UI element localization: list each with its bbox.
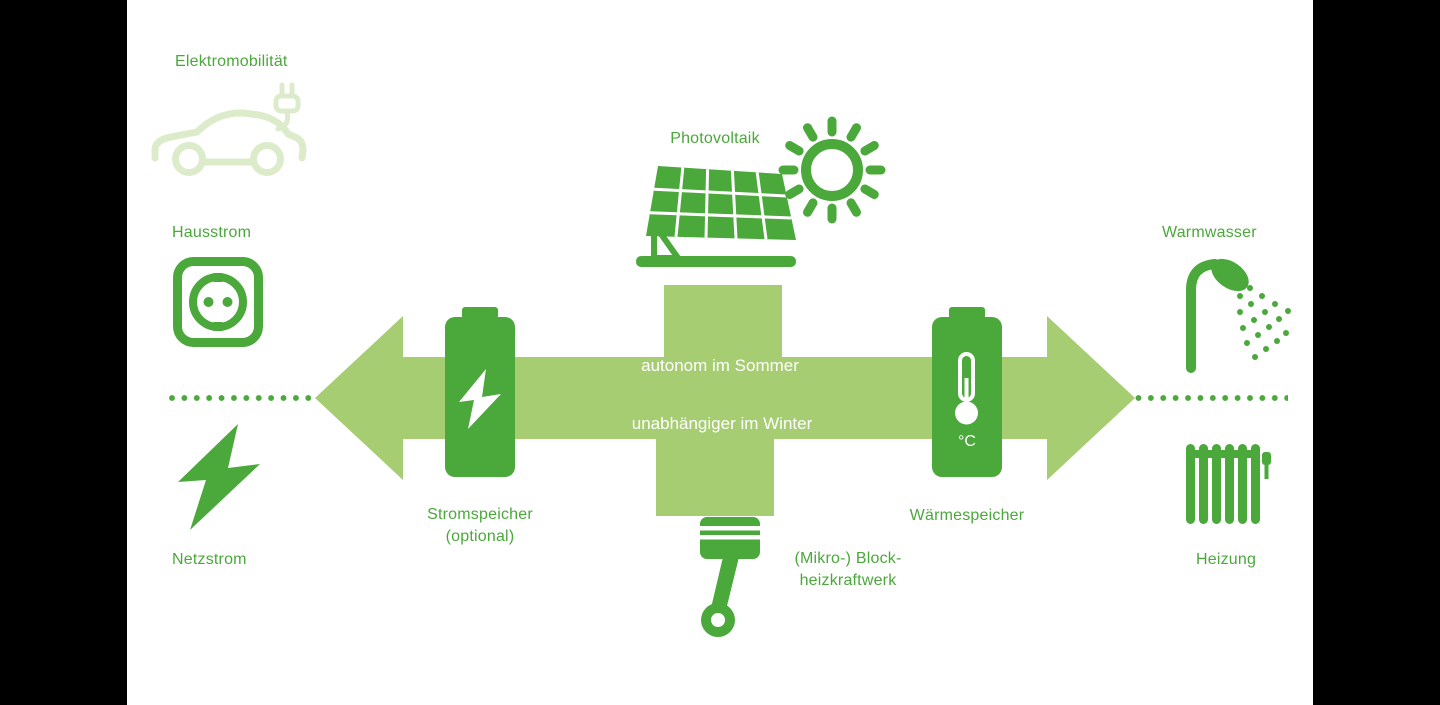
battery-terminal bbox=[462, 307, 498, 319]
battery-terminal bbox=[949, 307, 985, 319]
white-lightning-icon bbox=[459, 369, 501, 429]
radiator-icon bbox=[1186, 444, 1271, 524]
letterbox-right-bar bbox=[1313, 0, 1440, 705]
label-waermespeicher: Wärmespeicher bbox=[909, 507, 1025, 524]
double-arrow bbox=[315, 316, 1135, 480]
electric-car-icon bbox=[151, 82, 307, 176]
label-bhkw-line1: (Mikro-) Block- bbox=[794, 550, 902, 567]
label-stromspeicher: Stromspeicher (optional) bbox=[400, 504, 560, 548]
label-stromspeicher-line2: (optional) bbox=[445, 528, 515, 545]
label-bhkw: (Mikro-) Block- heizkraftwerk bbox=[778, 548, 918, 592]
solar-panel-icon bbox=[636, 166, 796, 267]
lightning-bolt-icon bbox=[178, 424, 260, 530]
thermometer-icon bbox=[955, 352, 978, 425]
celsius-label: °C bbox=[958, 433, 976, 450]
power-outlet-icon bbox=[173, 257, 263, 347]
label-bhkw-line2: heizkraftwerk bbox=[799, 572, 897, 589]
letterbox-left-bar bbox=[0, 0, 127, 705]
arrow-text-winter: unabhängiger im Winter bbox=[631, 414, 813, 433]
label-hausstrom: Hausstrom bbox=[172, 224, 252, 241]
label-heizung: Heizung bbox=[1196, 551, 1257, 568]
piston-icon bbox=[700, 517, 760, 637]
label-photovoltaik: Photovoltaik bbox=[670, 130, 760, 147]
label-warmwasser: Warmwasser bbox=[1162, 224, 1257, 241]
sun-icon bbox=[778, 116, 886, 224]
label-stromspeicher-line1: Stromspeicher bbox=[427, 506, 533, 523]
label-netzstrom: Netzstrom bbox=[172, 551, 247, 568]
shower-icon bbox=[1186, 258, 1291, 373]
label-elektromobilitaet: Elektromobilität bbox=[175, 53, 288, 70]
arrow-text-summer: autonom im Sommer bbox=[641, 356, 799, 375]
